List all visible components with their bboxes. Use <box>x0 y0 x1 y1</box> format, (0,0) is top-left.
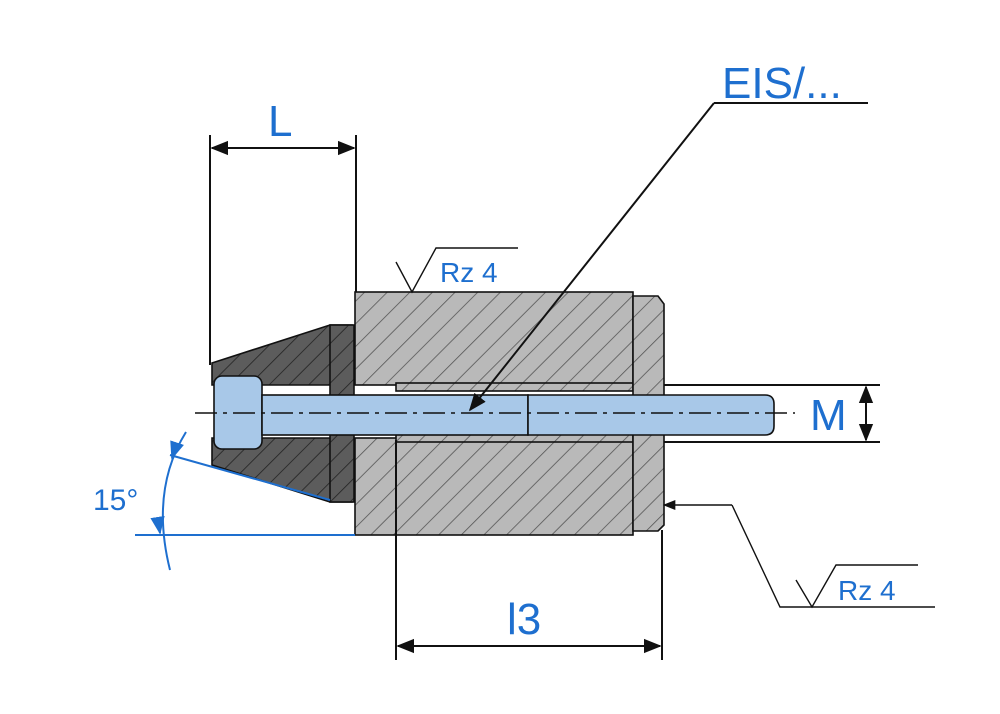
roughness-bottom-label: Rz 4 <box>838 575 896 606</box>
dimension-M <box>664 384 880 443</box>
length-l3-label: l3 <box>507 595 541 644</box>
bolt-thread <box>527 394 775 436</box>
body-upper <box>354 291 634 386</box>
thread-M-label: M <box>810 391 847 440</box>
bushing-upper <box>395 382 634 392</box>
dimension-l3 <box>395 440 663 660</box>
surface-roughness-icon <box>395 247 518 294</box>
body-lower <box>354 437 634 536</box>
dimension-L <box>209 135 357 365</box>
main-body <box>354 291 665 536</box>
surface-roughness-icon <box>662 499 935 609</box>
part-callout-label: EIS/... <box>722 59 842 108</box>
bolt-shank <box>261 394 529 436</box>
length-L-label: L <box>268 97 292 146</box>
angle-dimension <box>135 431 355 571</box>
roughness-top-label: Rz 4 <box>440 257 498 288</box>
angle-label: 15° <box>93 484 138 517</box>
part-callout <box>468 102 868 412</box>
